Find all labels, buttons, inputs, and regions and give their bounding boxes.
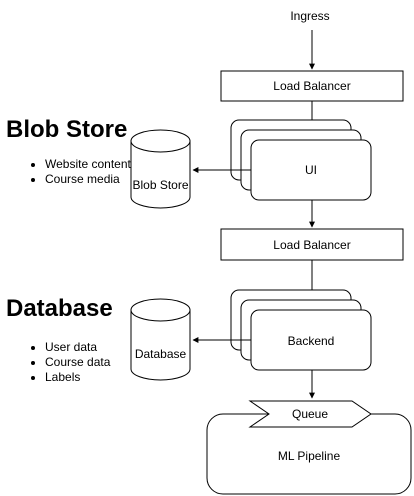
database-bullet-list: User data Course data Labels (27, 340, 145, 385)
database-cylinder: Database (130, 298, 191, 381)
database-heading: Database (6, 295, 113, 322)
load-balancer-top-label: Load Balancer (273, 79, 350, 93)
blob-store-bullet: Course media (45, 172, 145, 187)
load-balancer-top: Load Balancer (220, 70, 404, 102)
ml-pipeline-label: ML Pipeline (278, 449, 341, 463)
blob-store-bullet-list: Website content Course media (27, 157, 145, 187)
database-bullet: Labels (45, 370, 145, 385)
queue: Queue (248, 400, 372, 428)
blob-store-heading: Blob Store (6, 116, 128, 143)
blob-store-cylinder: Blob Store (130, 129, 191, 209)
load-balancer-top-box (220, 70, 404, 102)
database-cylinder-label: Database (135, 347, 187, 361)
queue-shape (248, 400, 372, 428)
ui-stack: UI (230, 119, 372, 201)
queue-label: Queue (292, 407, 328, 421)
ingress-label: Ingress (290, 9, 329, 23)
database-bullet: Course data (45, 355, 145, 370)
ui-label: UI (305, 163, 317, 177)
blob-store-cylinder-label: Blob Store (132, 178, 188, 192)
load-balancer-mid: Load Balancer (220, 228, 404, 261)
backend-stack: Backend (230, 289, 372, 371)
blob-store-bullet: Website content (45, 157, 145, 172)
backend-label: Backend (288, 334, 335, 348)
load-balancer-mid-label: Load Balancer (273, 238, 350, 252)
load-balancer-mid-box (220, 228, 404, 261)
database-bullet: User data (45, 340, 145, 355)
